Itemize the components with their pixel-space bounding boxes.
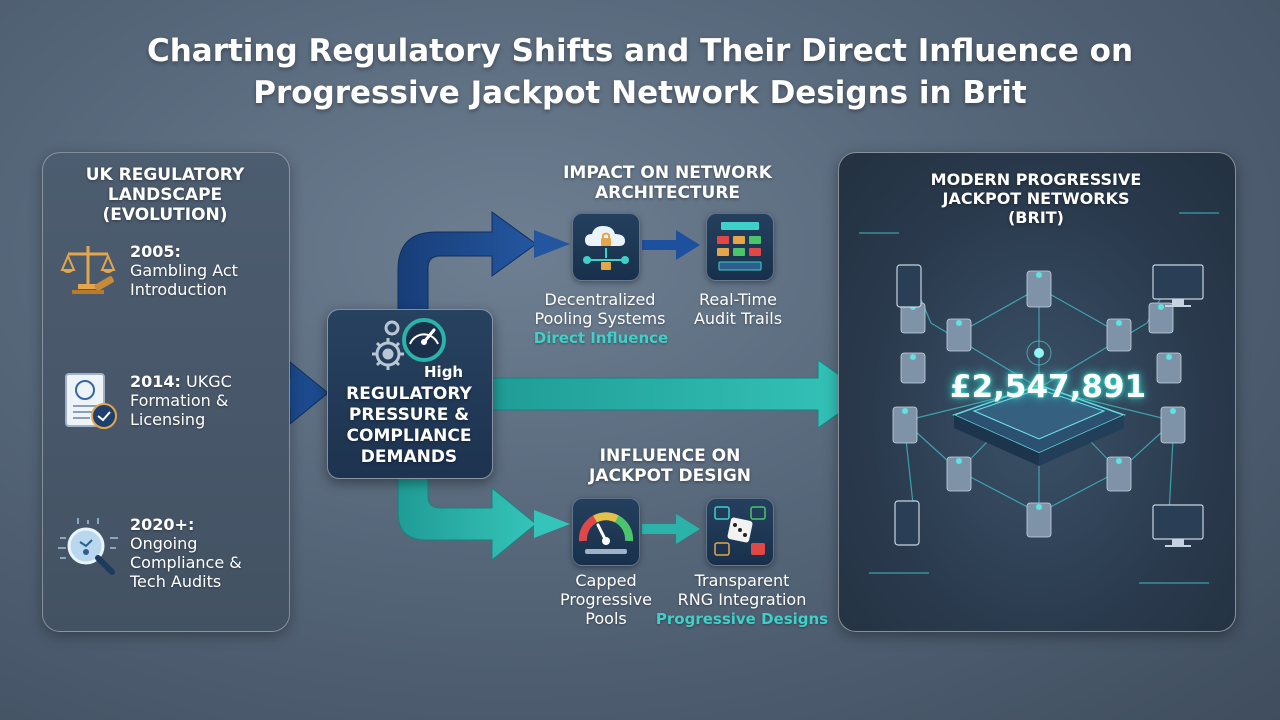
decentralized-pooling-label: Decentralized Pooling Systems bbox=[534, 290, 666, 328]
regulatory-pressure-text: REGULATORY PRESSURE & COMPLIANCE DEMANDS bbox=[346, 384, 472, 467]
high-label: High bbox=[424, 363, 464, 381]
cloud-lock-icon bbox=[572, 213, 640, 281]
jackpot-amount: £2,547,891 bbox=[950, 369, 1147, 405]
milestone-2020: 2020+: Ongoing Compliance & Tech Audits bbox=[130, 515, 242, 591]
direct-influence-tag: Direct Influence bbox=[533, 329, 669, 347]
milestone-2014-year: 2014: bbox=[130, 372, 181, 391]
left-panel-heading: UK REGULATORY LANDSCAPE (EVOLUTION) bbox=[85, 165, 245, 225]
milestone-2014: 2014: UKGC Formation & Licensing bbox=[130, 372, 232, 429]
arrow-between-design-tiles bbox=[642, 514, 700, 544]
design-heading: INFLUENCE ON JACKPOT DESIGN bbox=[588, 446, 752, 486]
page-title: Charting Regulatory Shifts and Their Dir… bbox=[0, 30, 1280, 114]
title-line-2: Progressive Jackpot Network Designs in B… bbox=[253, 75, 1027, 111]
magnifier-circuit-icon bbox=[58, 518, 120, 580]
gears-gauge-icon bbox=[362, 316, 452, 378]
capped-pools-label: Capped Progressive Pools bbox=[559, 571, 653, 628]
architecture-heading: IMPACT ON NETWORK ARCHITECTURE bbox=[563, 163, 772, 203]
milestone-2005: 2005: Gambling Act Introduction bbox=[130, 242, 238, 299]
audit-trails-label: Real-Time Audit Trails bbox=[693, 290, 783, 328]
gauge-icon bbox=[572, 498, 640, 566]
scales-gavel-icon bbox=[58, 240, 118, 298]
progressive-designs-tag: Progressive Designs bbox=[655, 610, 829, 628]
title-line-1: Charting Regulatory Shifts and Their Dir… bbox=[146, 33, 1134, 69]
license-certificate-icon bbox=[64, 370, 120, 432]
dice-rng-icon bbox=[706, 498, 774, 566]
arrow-between-architecture-tiles bbox=[642, 230, 700, 260]
milestone-2005-year: 2005: bbox=[130, 242, 181, 261]
server-network-icon bbox=[859, 212, 1219, 584]
audit-dashboard-icon bbox=[706, 213, 774, 281]
arrow-to-modern-networks bbox=[490, 359, 867, 429]
modern-networks-panel bbox=[838, 152, 1236, 632]
rng-integration-label: Transparent RNG Integration bbox=[677, 571, 807, 609]
right-panel-heading: MODERN PROGRESSIVE JACKPOT NETWORKS (BRI… bbox=[930, 170, 1142, 227]
milestone-2020-year: 2020+: bbox=[130, 515, 195, 534]
arrow-to-design bbox=[397, 476, 570, 562]
arrow-to-architecture bbox=[397, 211, 570, 311]
